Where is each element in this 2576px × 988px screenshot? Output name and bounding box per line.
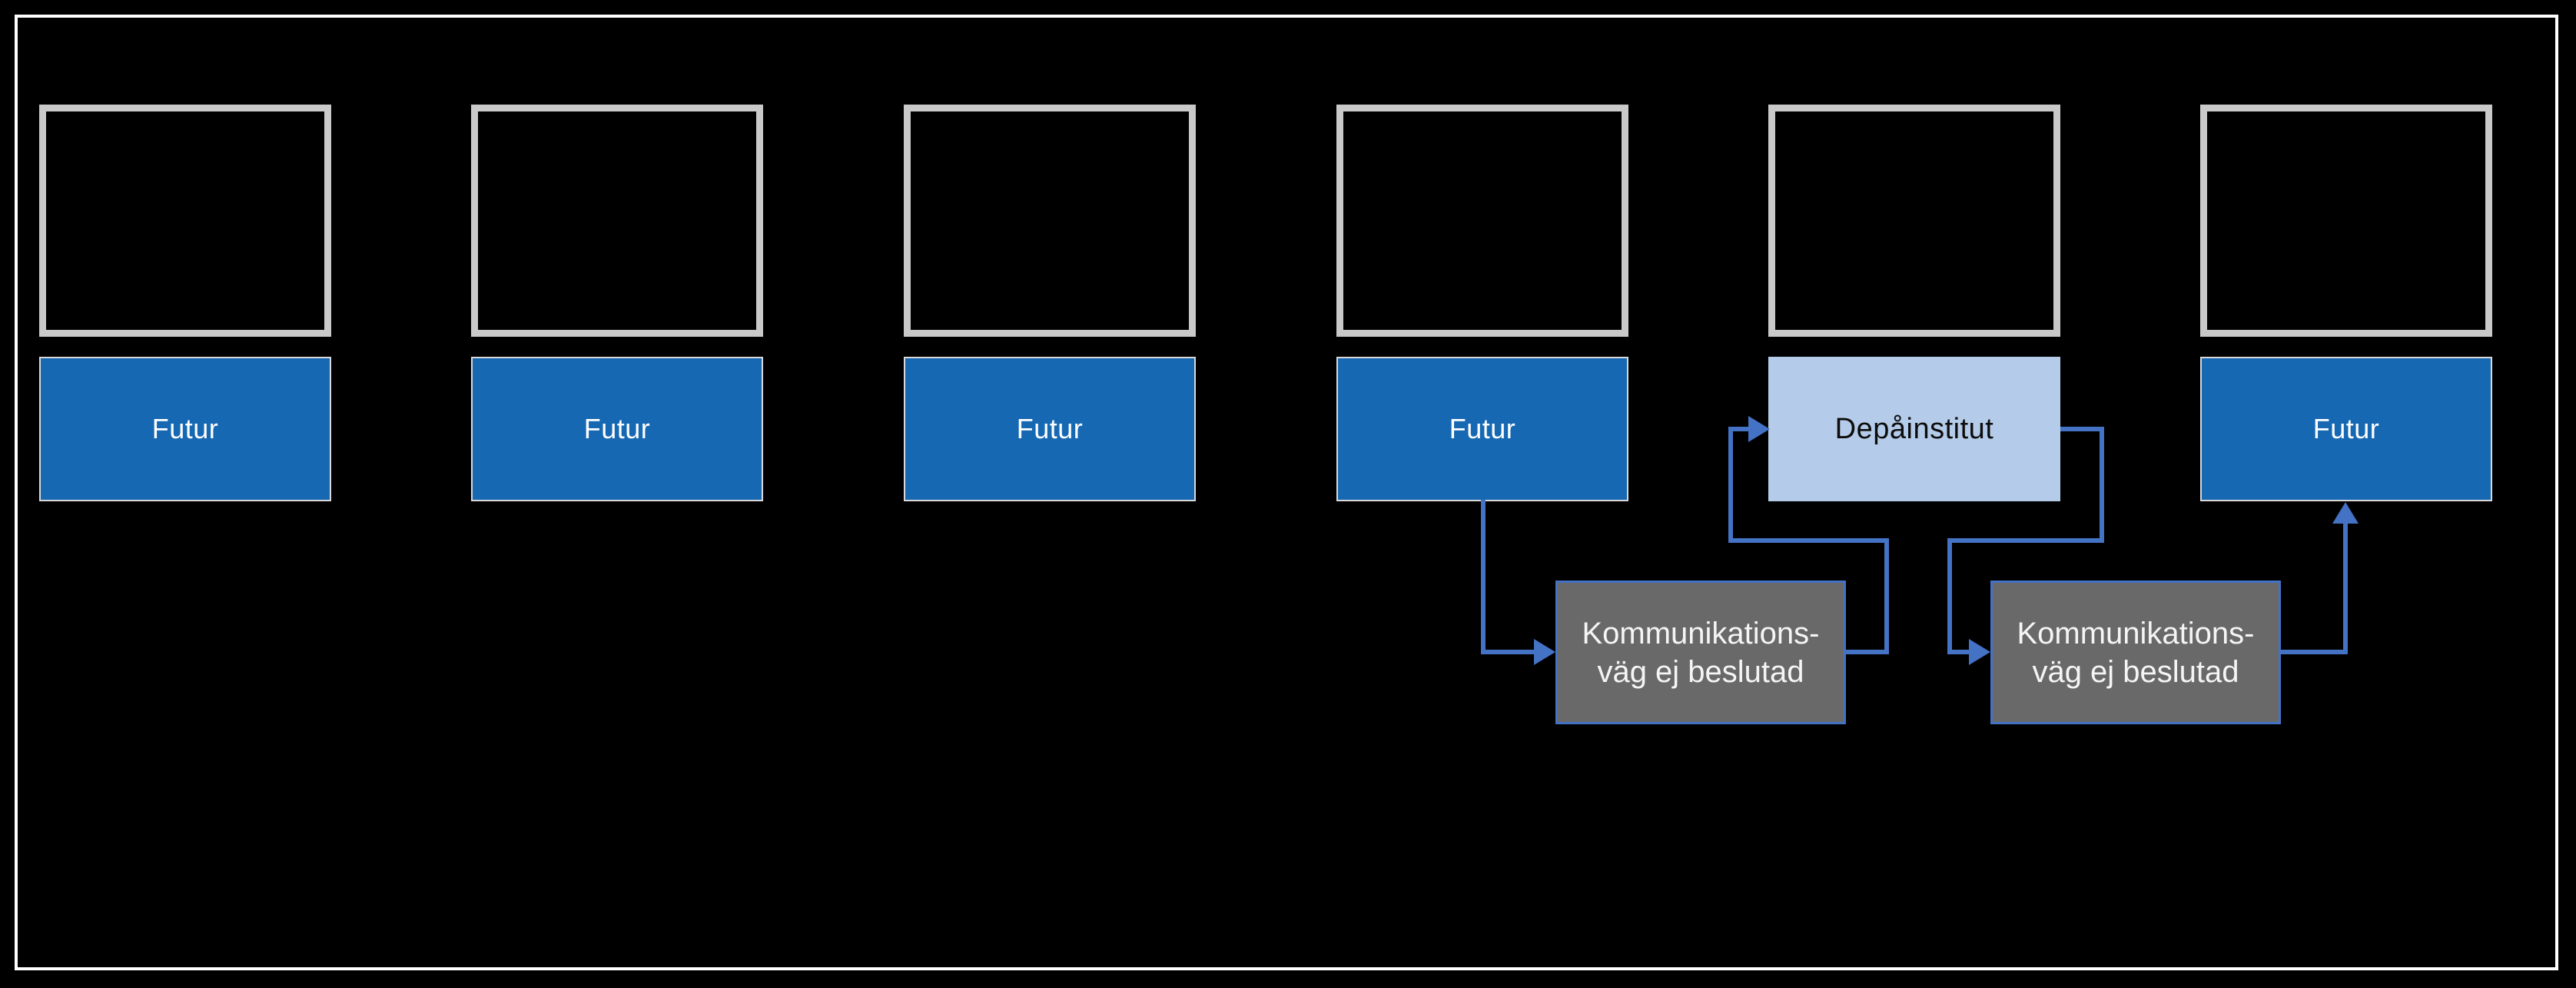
placeholder-box-3: [904, 105, 1196, 337]
kommunikationsvag-box-2-line1: Kommunikations-: [2017, 616, 2255, 650]
futur-box-2-label: Futur: [583, 413, 651, 444]
placeholder-box-4: [1336, 105, 1628, 337]
placeholder-box-2: [471, 105, 763, 337]
futur-box-4-label: Futur: [1449, 413, 1516, 444]
kommunikationsvag-box-2: Kommunikations- väg ej beslutad: [1990, 580, 2281, 724]
depainstitut-box-label: Depåinstitut: [1834, 412, 1994, 445]
placeholder-box-6: [2200, 105, 2492, 337]
depainstitut-box: Depåinstitut: [1768, 357, 2060, 501]
placeholder-box-5: [1768, 105, 2060, 337]
futur-box-1: Futur: [39, 357, 331, 501]
futur-box-4: Futur: [1336, 357, 1628, 501]
futur-box-3-label: Futur: [1016, 413, 1084, 444]
placeholder-box-1: [39, 105, 331, 337]
futur-box-2: Futur: [471, 357, 763, 501]
futur-box-6-label: Futur: [2312, 413, 2380, 444]
futur-box-6: Futur: [2200, 357, 2492, 501]
kommunikationsvag-box-2-line2: väg ej beslutad: [2032, 654, 2239, 689]
futur-box-1-label: Futur: [151, 413, 219, 444]
futur-box-3: Futur: [904, 357, 1196, 501]
kommunikationsvag-box-1-line1: Kommunikations-: [1582, 616, 1820, 650]
kommunikationsvag-box-1: Kommunikations- väg ej beslutad: [1555, 580, 1846, 724]
kommunikationsvag-box-1-line2: väg ej beslutad: [1597, 654, 1804, 689]
outer-frame: [15, 15, 2558, 970]
